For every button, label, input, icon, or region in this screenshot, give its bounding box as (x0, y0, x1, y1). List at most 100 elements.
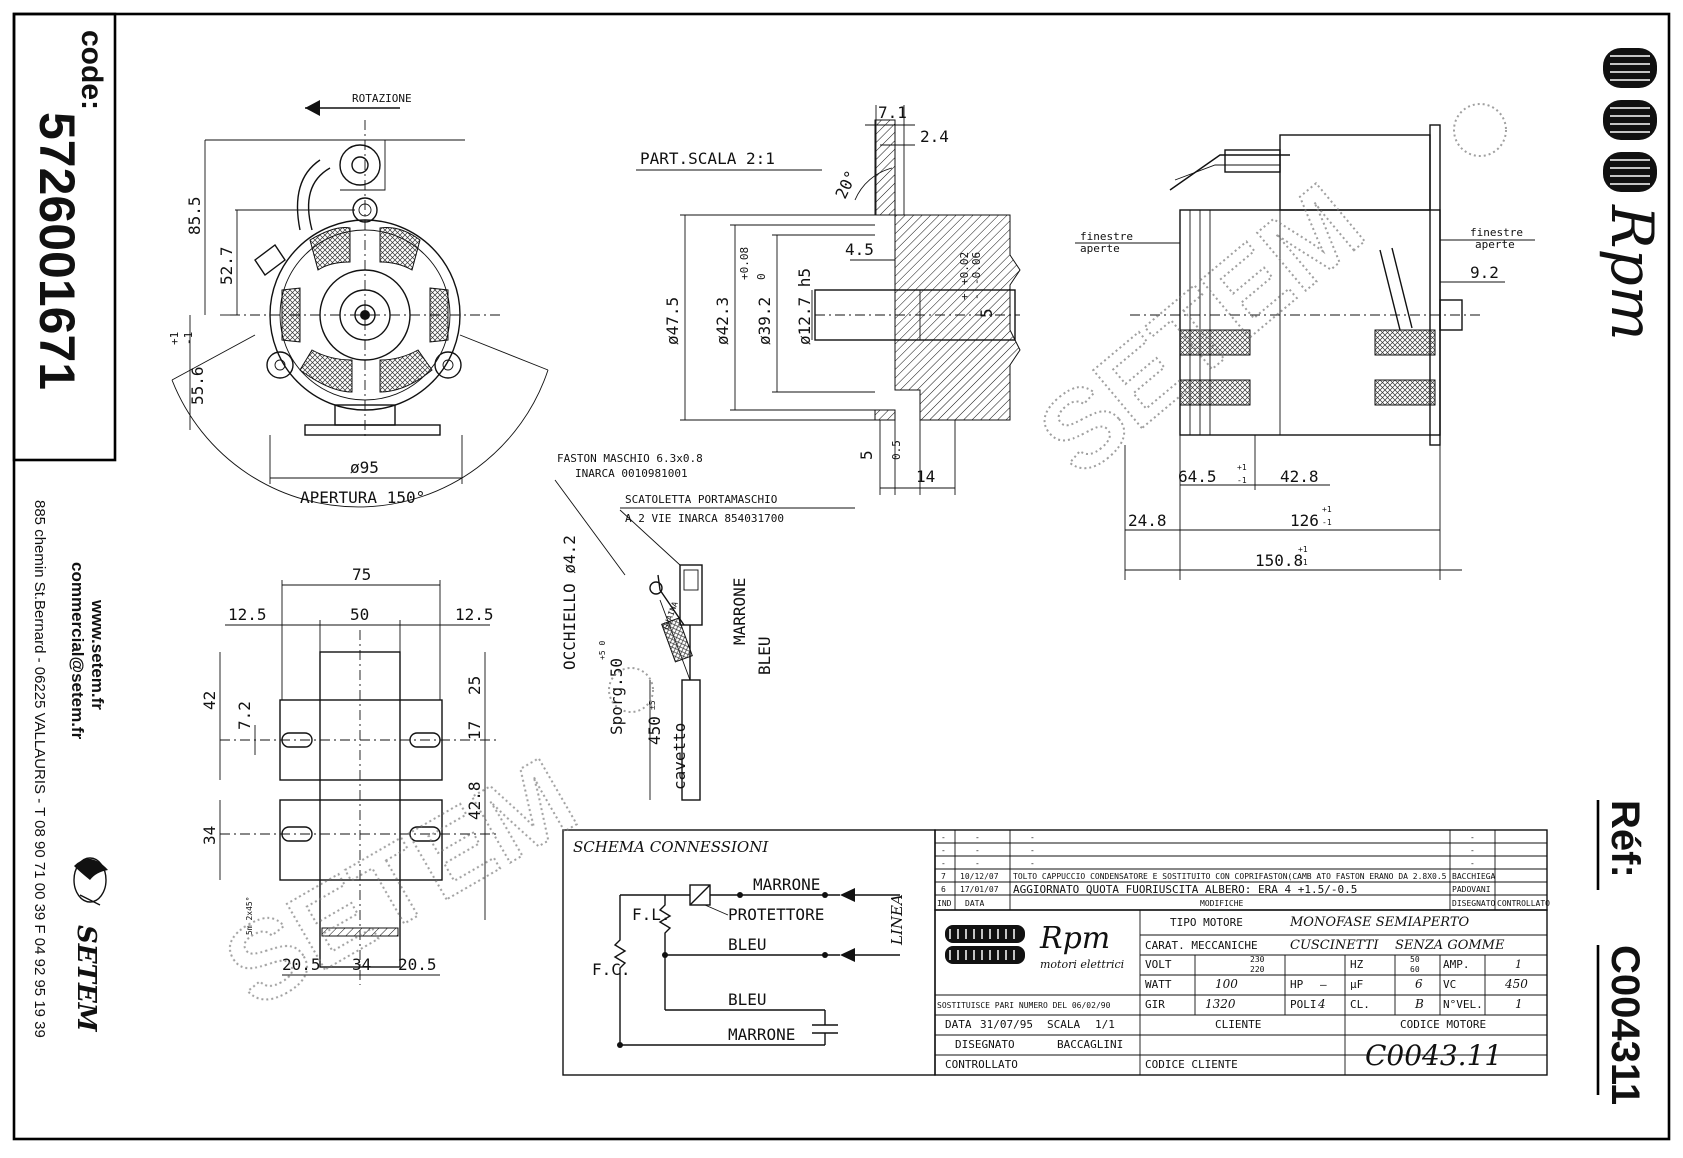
cable-detail: FASTON MASCHIO 6.3x0.8 INARCA 0010981001… (554, 452, 855, 801)
dim-tol-minus: - (970, 293, 983, 300)
revision-table: - - - - - - - - - - - - 7 10/12/07 TOLTO… (934, 829, 1550, 911)
carat-label: CARAT. MECCANICHE (1145, 939, 1258, 952)
hp-value: — (1320, 978, 1327, 991)
watt-value: 100 (1215, 977, 1238, 991)
data-value: 31/07/95 (980, 1018, 1033, 1031)
rev-header-n: IND (937, 899, 952, 908)
dim-75: 75 (352, 565, 371, 584)
right-window-label-2: aperte (1475, 238, 1515, 251)
disegnato-value: BACCAGLINI (1057, 1038, 1123, 1051)
dim-9-2: 9.2 (1470, 263, 1499, 282)
code-box (12, 12, 117, 462)
watt-label: WATT (1145, 978, 1172, 991)
sheet-border (12, 12, 1671, 1141)
setem-logo-icon (73, 857, 108, 906)
dim-50: 50 (350, 605, 369, 624)
poli-label: POLI (1290, 998, 1317, 1011)
dim-39-2-tol-zero: 0 (755, 273, 768, 280)
right-panel: Rpm Réf: C004311 (1596, 48, 1666, 1105)
volt-bottom: 220 (1250, 965, 1265, 974)
sidebar: code: 5726001671 www.setem.fr commercial… (12, 12, 117, 1038)
rev-header-drawn: DISEGNATO (1452, 899, 1496, 908)
volt-top: 230 (1250, 955, 1265, 964)
hz-bottom: 60 (1410, 965, 1420, 974)
dim-52-7: 52.7 (217, 246, 236, 285)
rev-row-3-n: - (941, 859, 946, 868)
ref-value: C004311 (1603, 945, 1647, 1105)
schema-title: SCHEMA CONNESSIONI (573, 838, 769, 856)
codice-motore-value: C0043.11 (1365, 1039, 1502, 1072)
amp-label: AMP. (1443, 958, 1470, 971)
rev-row-1-n: - (941, 833, 946, 842)
dim-shaft-tol-lower: -0.06 (970, 252, 983, 285)
website-link[interactable]: www.setem.fr (88, 599, 107, 710)
cl-label: CL. (1350, 998, 1370, 1011)
gir-label: GIR (1145, 998, 1165, 1011)
dim-42: 42 (200, 691, 219, 710)
rev-row-5-date: 17/01/07 (960, 885, 999, 894)
data-label: DATA (945, 1018, 972, 1031)
nvel-value: 1 (1515, 997, 1523, 1011)
email-link[interactable]: commercial@setem.fr (68, 562, 87, 740)
rev-row-3-by: - (1470, 859, 1475, 868)
disegnato-label: DISEGNATO (955, 1038, 1015, 1051)
rev-row-1-date: - (975, 833, 980, 842)
scala-value: 1/1 (1095, 1018, 1115, 1031)
dim-5-lower: 5 (857, 450, 876, 460)
dim-17: 17 (465, 721, 484, 740)
rev-row-2-n: - (941, 846, 946, 855)
base-view: 75 12.5 50 12.5 42 7.2 25 17 42.8 34 20.… (200, 565, 500, 985)
tipo-motore-label: TIPO MOTORE (1170, 916, 1243, 929)
right-window-label-1: finestre (1470, 226, 1523, 239)
dim-diameter-42-3: ø42.3 (713, 297, 732, 345)
dim-150-8-tol-plus: +1 (1298, 545, 1308, 554)
dim-150-8-tol-minus: -1 (1298, 558, 1308, 567)
nvel-label: N°VEL. (1443, 998, 1483, 1011)
dim-2-4: 2.4 (920, 127, 949, 146)
dim-12-5-right: 12.5 (455, 605, 494, 624)
gir-value: 1320 (1205, 997, 1236, 1011)
dim-34-horizontal: 34 (352, 955, 371, 974)
schema-linea: LINEA (888, 894, 906, 946)
connection-schematic: SCHEMA CONNESSIONI MARRONE PROTETTORE F.… (562, 829, 936, 1076)
dim-55-6-tol-minus: -1 (182, 332, 195, 345)
company-address: 885 chemin St.Bernard - 06225 VALLAURIS … (31, 500, 48, 1038)
dim-0-5: 0.5 (890, 440, 903, 460)
dim-42-8: 42.8 (1280, 467, 1319, 486)
marrone-wire-label: MARRONE (730, 578, 749, 645)
rev-row-4-n: 7 (941, 872, 946, 881)
code-label: code: (75, 30, 108, 110)
sporg-tolerance: +5 0 (598, 641, 607, 660)
schema-bleu-mid: BLEU (728, 935, 767, 954)
rev-row-4-date: 10/12/07 (960, 872, 999, 881)
vc-value: 450 (1504, 977, 1528, 991)
rev-row-3-text: - (1030, 859, 1035, 868)
rev-row-5-text: AGGIORNATO QUOTA FUORIUSCITA ALBERO: ERA… (1013, 883, 1357, 896)
hz-top: 50 (1410, 955, 1420, 964)
carat-value-1: CUSCINETTI (1290, 938, 1379, 953)
vc-label: VC (1443, 978, 1456, 991)
codice-motore-label: CODICE MOTORE (1400, 1018, 1486, 1031)
dim-20-5-left: 20.5 (282, 955, 321, 974)
rev-row-1-by: - (1470, 833, 1475, 842)
box-part: A 2 VIE INARCA 854031700 (625, 512, 784, 525)
brand-name: SETEM (71, 925, 101, 1033)
cliente-label: CLIENTE (1215, 1018, 1261, 1031)
poli-value: 4 (1317, 997, 1326, 1011)
tipo-motore-value: MONOFASE SEMIAPERTO (1289, 915, 1470, 930)
dim-shaft-tol-upper: +0.02 (958, 252, 971, 285)
cable-length-tol: ±5 (648, 700, 657, 710)
rev-row-5-n: 6 (941, 885, 946, 894)
dim-20-5-right: 20.5 (398, 955, 437, 974)
schema-marrone-top: MARRONE (753, 875, 820, 894)
chamfer-note: 5m 2x45° (245, 896, 254, 935)
dim-7-2: 7.2 (235, 701, 254, 730)
dim-34-vertical: 34 (200, 826, 219, 845)
left-window-label-2: aperte (1080, 242, 1120, 255)
rev-header-text: MODIFICHE (1200, 899, 1244, 908)
eyelet-label: OCCHIELLO ø4.2 (560, 535, 579, 670)
detail-view: PART.SCALA 2:1 ø47.5 ø42.3 ø39.2 +0.08 0… (636, 103, 1021, 495)
dim-diameter-47-5: ø47.5 (663, 297, 682, 345)
